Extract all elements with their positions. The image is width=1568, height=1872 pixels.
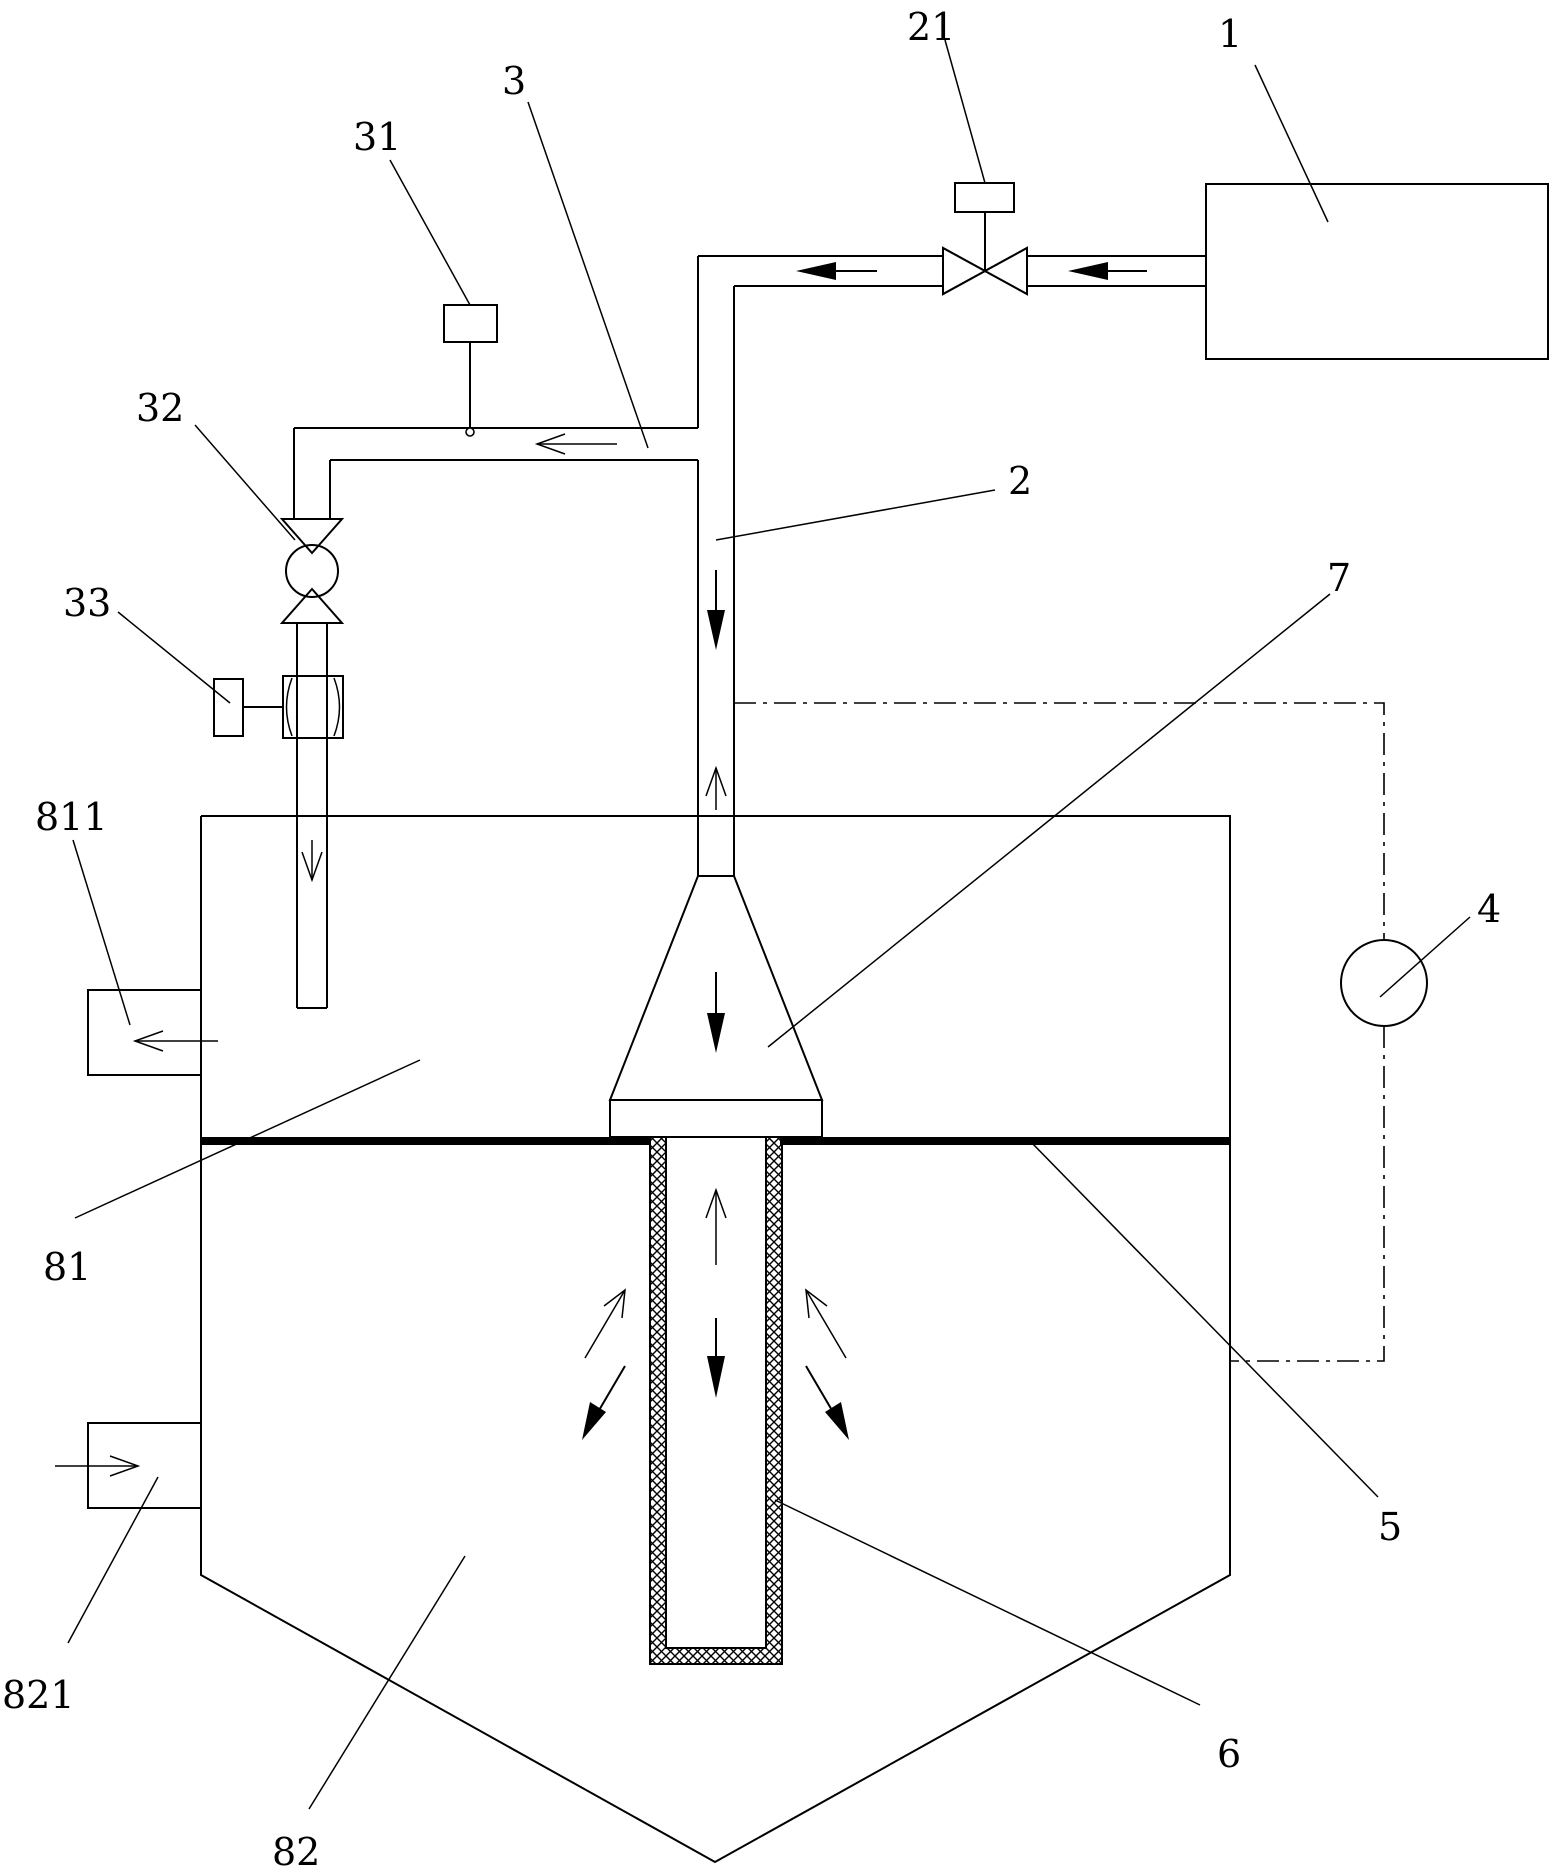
pipe-source-to-valve [1027, 255, 1206, 287]
label-1: 1 [1218, 12, 1242, 56]
label-6: 6 [1217, 1732, 1241, 1776]
branch-pipe-3 [293, 427, 698, 520]
label-82: 82 [272, 1830, 320, 1872]
source-box [1205, 183, 1549, 360]
separator-plate-5 [201, 1137, 1230, 1145]
label-7: 7 [1327, 556, 1351, 600]
label-33: 33 [63, 581, 111, 625]
label-2: 2 [1008, 459, 1032, 503]
pump-icon [279, 518, 345, 624]
label-3: 3 [502, 59, 526, 103]
label-21: 21 [907, 5, 955, 49]
porous-tube-6 [649, 1136, 783, 1665]
outlet-811 [87, 989, 202, 1076]
device-4-loop [734, 702, 1428, 1362]
label-811: 811 [35, 795, 108, 839]
leader-lines [67, 39, 1471, 1810]
solenoid-valve-icon [942, 182, 1028, 296]
circle-device-icon [1340, 939, 1428, 1027]
label-31: 31 [353, 115, 401, 159]
pipe-valve-to-corner [697, 255, 943, 876]
label-821: 821 [2, 1673, 75, 1717]
label-32: 32 [136, 386, 184, 430]
sensor-icon [443, 304, 498, 437]
flow-meter-icon [213, 675, 344, 739]
flow-arrows [55, 262, 1147, 1477]
label-5: 5 [1378, 1505, 1402, 1549]
label-81: 81 [43, 1245, 91, 1289]
label-4: 4 [1477, 887, 1501, 931]
labels: 1 21 3 31 32 2 7 33 811 4 81 5 821 6 82 [2, 5, 1501, 1872]
